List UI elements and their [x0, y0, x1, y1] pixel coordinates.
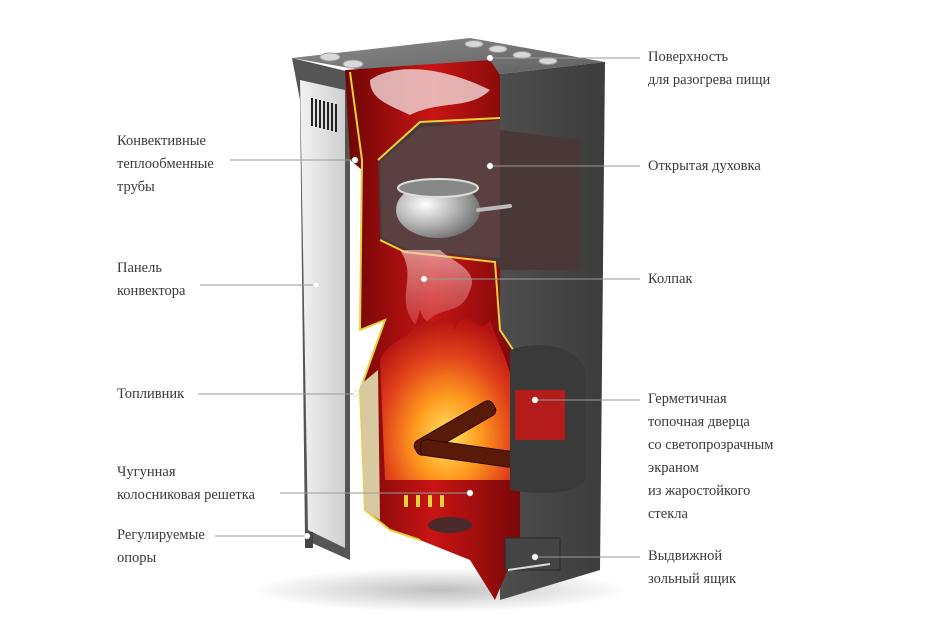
label-line: топочная дверца [648, 414, 750, 430]
convector-side-panel [300, 80, 345, 548]
label-line: трубы [117, 179, 155, 195]
label-cast-iron-grate: Чугунная колосниковая решетка [117, 461, 255, 507]
leader-dots [303, 54, 539, 561]
ash-drawer [504, 537, 561, 571]
pot [396, 178, 512, 238]
label-line: Колпак [648, 271, 693, 287]
label-line: зольный ящик [648, 571, 737, 587]
label-line: экраном [648, 460, 699, 476]
label-line: для разогрева пищи [648, 72, 771, 88]
label-line: Открытая духовка [648, 158, 761, 174]
door-glass [515, 390, 565, 440]
label-line: Топливник [117, 386, 185, 402]
label-line: со светопрозрачным [648, 437, 774, 453]
label-sealed-door: Герметичная топочная дверца со светопроз… [648, 388, 773, 526]
leader-lines [198, 57, 640, 558]
label-line: колосниковая решетка [117, 487, 255, 503]
label-line: Герметичная [648, 391, 727, 407]
firebrick-lining [360, 370, 380, 520]
label-line: теплообменные [117, 156, 214, 172]
label-convector-panel: Панель конвектора [117, 257, 185, 303]
label-line: Конвективные [117, 133, 206, 149]
label-firebox: Топливник [117, 383, 184, 406]
label-adjustable-legs: Регулируемые опоры [117, 524, 205, 570]
label-heating-surface: Поверхность для разогрева пищи [648, 46, 770, 92]
label-line: Выдвижной [648, 548, 723, 564]
label-line: опоры [117, 550, 157, 566]
label-ash-drawer: Выдвижной зольный ящик [648, 545, 736, 591]
label-line: стекла [648, 506, 688, 522]
label-convective-tubes: Конвективные теплообменные трубы [117, 130, 214, 199]
fire [380, 310, 515, 480]
label-hood: Колпак [648, 268, 692, 291]
label-line: из жаростойкого [648, 483, 751, 499]
label-line: Регулируемые [117, 527, 205, 543]
label-line: Поверхность [648, 49, 729, 65]
label-open-oven: Открытая духовка [648, 155, 761, 178]
label-line: Чугунная [117, 464, 176, 480]
label-line: Панель [117, 260, 162, 276]
label-line: конвектора [117, 283, 186, 299]
